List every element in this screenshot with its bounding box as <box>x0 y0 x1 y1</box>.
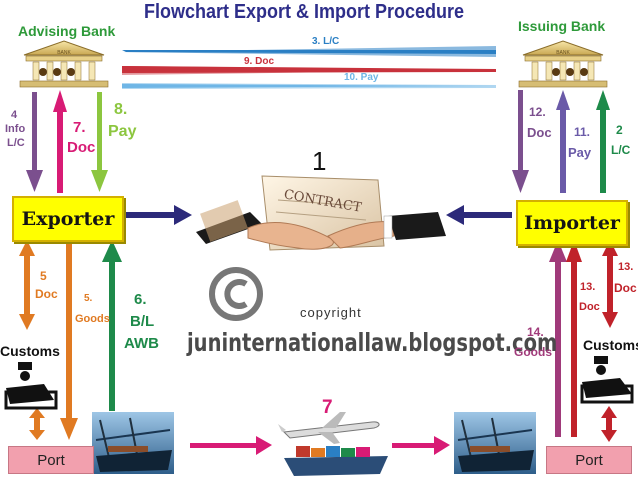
doc-transfer-arrow <box>122 66 496 75</box>
step-14-number: 14. <box>527 325 544 339</box>
cargo-plane-icon <box>278 412 388 476</box>
step-13-doc-label: Doc <box>579 301 600 313</box>
copyright-label: copyright <box>300 305 362 320</box>
transport-step-number: 7 <box>322 397 333 418</box>
step-7-doc-label: Doc <box>67 139 96 156</box>
step-14-goods-label: Goods <box>514 345 552 359</box>
step-5-doc-label: Doc <box>35 287 58 301</box>
step-2-lc-label: L/C <box>611 143 631 157</box>
step-4-number: 4 <box>11 109 18 121</box>
copyright-icon <box>209 267 263 321</box>
importer-label: Importer <box>524 212 620 234</box>
exporter-contract-arrow <box>126 205 192 225</box>
step-8-number: 8. <box>114 101 128 118</box>
svg-text:BANK: BANK <box>57 50 71 56</box>
exporter-box: Exporter <box>12 196 124 242</box>
step-12-doc-label: Doc <box>527 125 552 140</box>
doc-13-exchange-arrow <box>602 240 618 328</box>
customs-label-left: Customs <box>0 343 60 359</box>
issuing-bank-icon: BANK <box>518 40 608 88</box>
doc-arrow-label: 9. Doc <box>244 56 275 67</box>
step-13-exchange-doc-label: Doc <box>614 281 637 295</box>
step-13-exchange-number: 13. <box>618 261 634 273</box>
transport-to-port-arrow <box>392 436 450 455</box>
step-5-doc-number: 5 <box>40 269 47 283</box>
port-left: Port <box>8 446 94 474</box>
step-4-info-label: Info <box>5 123 26 135</box>
pay-arrow-label: 10. Pay <box>344 72 379 83</box>
step-5-goods-number: 5. <box>84 293 93 304</box>
advising-bank-icon: BANK <box>19 40 109 88</box>
step-12-number: 12. <box>529 105 546 119</box>
step-7-doc-number: 7. <box>73 119 86 136</box>
step-4-lc-label: L/C <box>7 137 25 149</box>
doc-to-advising-arrow <box>53 90 67 193</box>
step-6-number: 6. <box>134 291 147 308</box>
bl-awb-arrow <box>102 240 122 411</box>
container-ship-icon-left <box>92 412 174 474</box>
container-ship-icon-right <box>454 412 536 474</box>
importer-box: Importer <box>516 200 628 246</box>
pay-transfer-arrow <box>122 83 496 89</box>
step-13-number: 13. <box>580 281 596 293</box>
customs-officer-icon-left <box>4 362 58 410</box>
info-lc-arrow <box>26 92 43 192</box>
step-11-pay-label: Pay <box>568 145 592 160</box>
page-title: Flowchart Export & Import Procedure <box>144 1 465 23</box>
port-right-label: Port <box>575 451 603 469</box>
issuing-bank-label: Issuing Bank <box>518 18 606 34</box>
handshake-icon: CONTRACT <box>196 175 446 251</box>
doc-to-importer-arrow <box>512 90 529 193</box>
website-url: juninternationallaw.blogspot.com <box>187 328 558 357</box>
importer-contract-arrow <box>446 205 512 225</box>
step-2-number: 2 <box>616 123 623 137</box>
step-11-number: 11. <box>574 125 591 139</box>
ship-to-transport-arrow <box>190 436 272 455</box>
step-1-number: 1 <box>312 146 327 176</box>
lc-request-arrow <box>596 90 610 193</box>
goods-to-port-arrow <box>60 240 78 440</box>
pay-to-issuing-arrow <box>556 90 570 193</box>
doc-13-arrow <box>566 240 582 437</box>
port-right: Port <box>546 446 632 474</box>
lc-arrow-label: 3. L/C <box>312 36 340 47</box>
customs-to-port-arrow-right <box>601 406 617 442</box>
step-6-awb-label: AWB <box>124 335 159 352</box>
step-5-goods-label: Goods <box>75 313 110 325</box>
step-8-pay-label: Pay <box>108 123 137 140</box>
goods-to-importer-arrow <box>549 240 567 437</box>
step-6-bl-label: B/L <box>130 313 155 330</box>
svg-text:BANK: BANK <box>556 50 570 56</box>
customs-to-port-arrow-left <box>29 408 45 440</box>
pay-to-exporter-arrow <box>91 92 108 192</box>
customs-officer-icon-right <box>580 356 634 404</box>
port-left-label: Port <box>37 451 65 469</box>
lc-transfer-arrow <box>122 46 496 57</box>
customs-label-right: Customs <box>583 337 638 353</box>
advising-bank-label: Advising Bank <box>18 23 116 39</box>
exporter-label: Exporter <box>21 208 115 230</box>
doc-exchange-arrow-left <box>19 240 35 330</box>
